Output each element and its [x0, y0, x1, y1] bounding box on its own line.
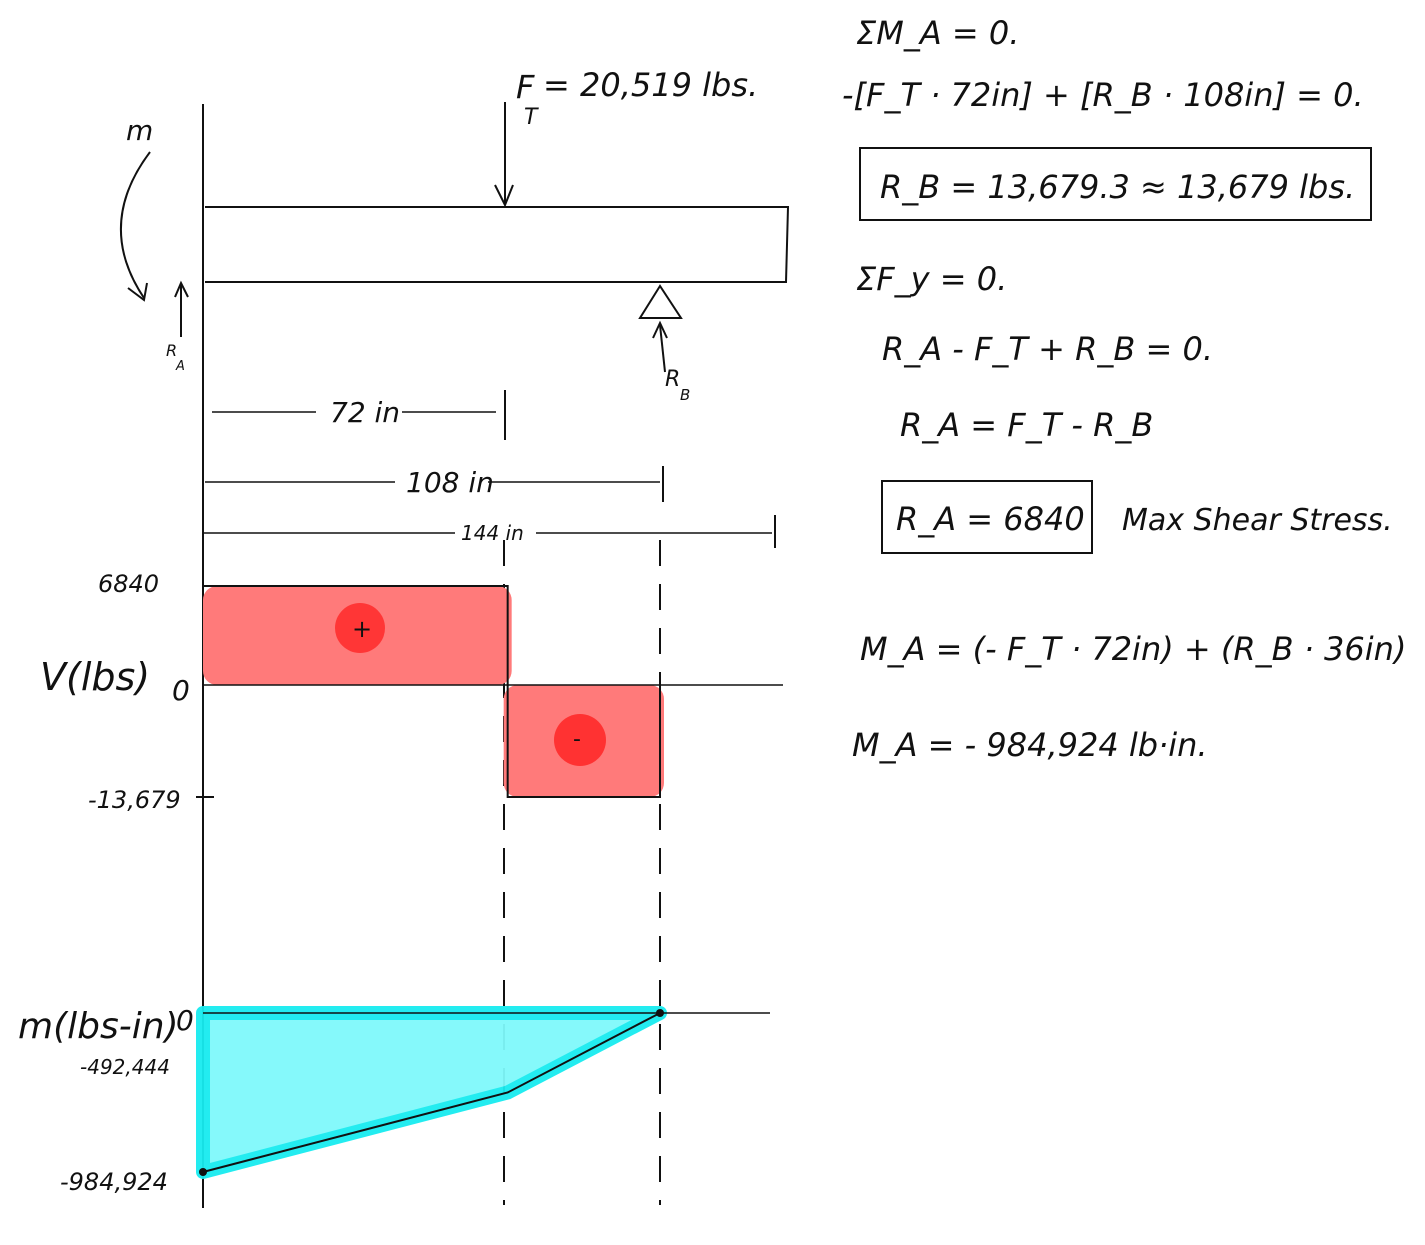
moment-min-label: -984,924 [60, 1168, 168, 1196]
shear-zero-label: 0 [172, 674, 190, 707]
equation-force-balance: R_A - F_T + R_B = 0. [882, 330, 1213, 368]
up-arrow-icon-rb [659, 324, 666, 373]
curved-arrow-head [127, 282, 148, 302]
rb-result: R_B = 13,679.3 ≈ 13,679 lbs. [880, 168, 1355, 206]
moment-region [196, 1006, 667, 1179]
max-shear-note: Max Shear Stress. [1122, 503, 1393, 538]
ra-subscript: A [175, 359, 185, 374]
equation-moment-a: M_A = (- F_T · 72in) + (R_B · 36in) [860, 630, 1406, 668]
up-arrow-head-ra [174, 280, 189, 298]
up-arrow-head-rb [652, 320, 668, 339]
ra-label: R [166, 341, 177, 360]
equation-moment-result: M_A = - 984,924 lb·in. [852, 726, 1208, 764]
beam-group: F T = 20,519 lbs. R B R A m [119, 66, 790, 404]
equation-sum-moments: ΣM_A = 0. [856, 14, 1019, 52]
dim-144-label: 144 in [461, 521, 524, 545]
dim-72-label: 72 in [330, 396, 400, 429]
shear-minus-sign: - [573, 727, 581, 752]
moment-diagram: m(lbs-in) 0 -492,444 -984,924 [18, 1004, 770, 1196]
moment-start-point [199, 1168, 207, 1176]
shear-diagram: + - V(lbs) 0 6840 -13,679 [40, 570, 783, 814]
force-subscript: T [524, 105, 539, 130]
force-label: F [516, 68, 535, 106]
down-arrow-head [494, 184, 514, 208]
moment-symbol: m [126, 114, 153, 147]
moment-mid-label: -492,444 [80, 1055, 170, 1079]
ra-result: R_A = 6840 [896, 500, 1085, 538]
beam-body [205, 206, 790, 283]
shear-max-label: 6840 [98, 570, 159, 598]
shear-plus-sign: + [352, 615, 372, 643]
dim-108-label: 108 in [406, 466, 494, 499]
dimension-lines: 72 in 108 in 144 in [203, 390, 776, 548]
shear-plus-marker [335, 603, 385, 653]
rb-result-box [859, 147, 1372, 221]
rb-subscript: B [680, 386, 690, 404]
curved-arrow-icon [119, 151, 151, 299]
moment-axis-label: m(lbs-in) [18, 1006, 179, 1047]
moment-curve [202, 1012, 661, 1173]
shear-outline [203, 585, 661, 798]
triangle-support-icon [638, 284, 683, 319]
force-value: = 20,519 lbs. [543, 66, 758, 104]
rb-label: R [665, 367, 680, 392]
shear-axis-label: V(lbs) [40, 655, 150, 699]
shear-min-label: -13,679 [88, 786, 181, 814]
equation-ra-solve: R_A = F_T - R_B [900, 406, 1153, 444]
ra-result-box [881, 480, 1093, 554]
equations-panel: ΣM_A = 0. -[F_T · 72in] + [R_B · 108in] … [842, 14, 1406, 764]
shear-minus-marker [554, 714, 606, 766]
moment-zero-label: 0 [176, 1004, 194, 1037]
moment-end-point [656, 1009, 664, 1017]
equation-sum-forces: ΣF_y = 0. [856, 260, 1007, 298]
equation-moment-balance: -[F_T · 72in] + [R_B · 108in] = 0. [842, 76, 1364, 114]
